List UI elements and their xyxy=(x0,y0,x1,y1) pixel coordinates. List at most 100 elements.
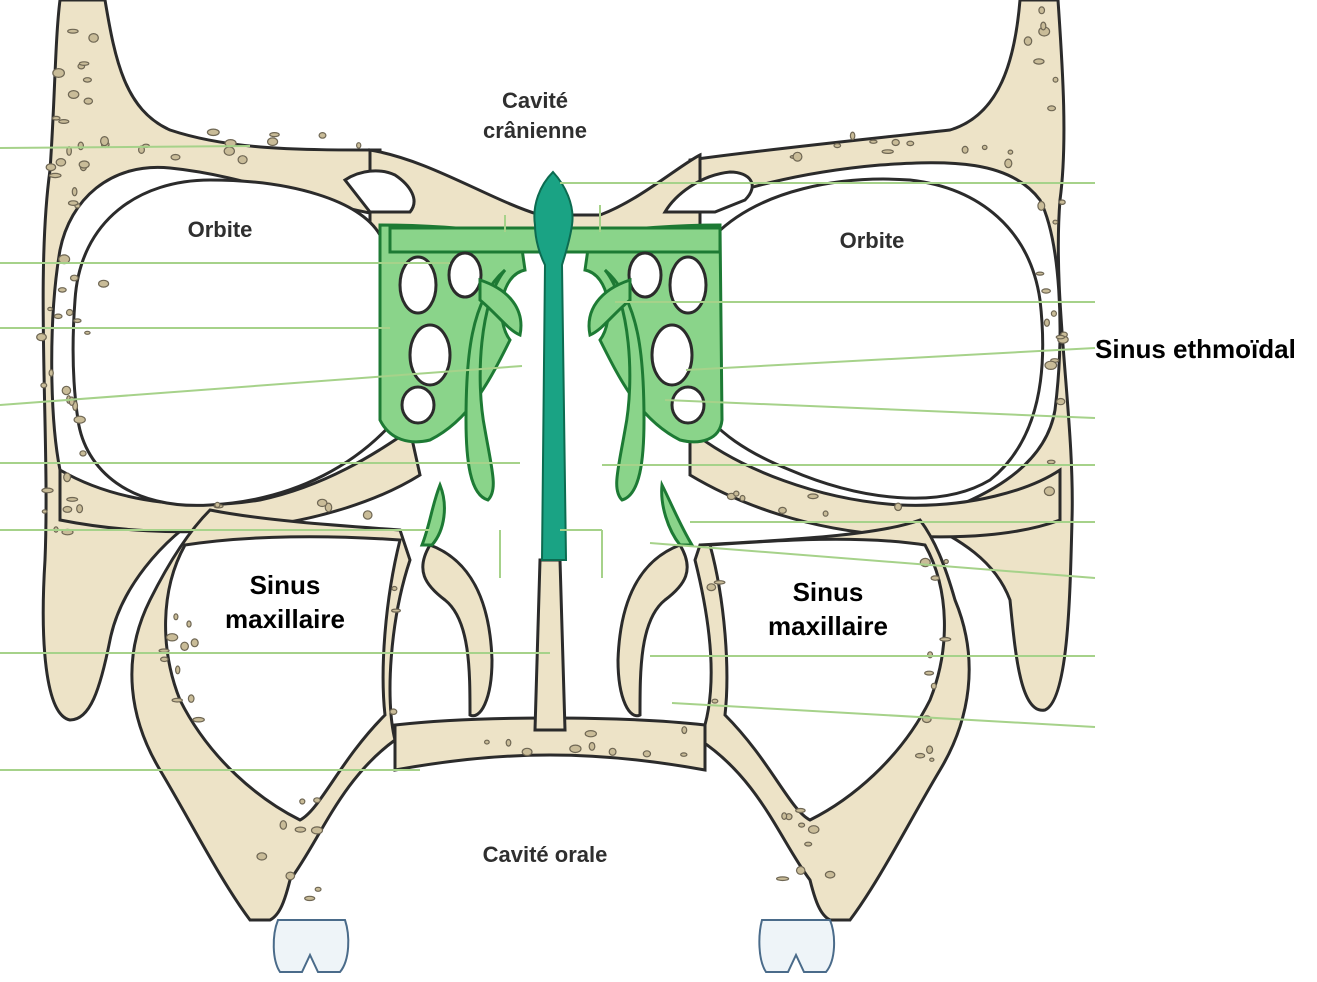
bone-pore xyxy=(982,145,987,149)
bone-pore xyxy=(882,150,893,154)
bone-pore xyxy=(176,666,180,674)
ethmoid-cell xyxy=(670,257,706,313)
bone-pore xyxy=(79,62,88,66)
bone-pore xyxy=(74,416,85,423)
bone-pore xyxy=(779,507,787,513)
right-maxillary-sinus-line2: maxillaire xyxy=(738,609,918,643)
ethmoid-cell xyxy=(400,257,436,313)
bone-pore xyxy=(570,745,581,752)
right-maxillary-sinus-line1: Sinus xyxy=(738,575,918,609)
ethmoid-cell xyxy=(449,253,481,297)
bone-pore xyxy=(53,69,65,78)
bone-pore xyxy=(485,740,490,744)
bone-pore xyxy=(907,141,914,145)
bone-pore xyxy=(808,494,818,499)
right-molar-tooth xyxy=(759,920,834,972)
bone-pore xyxy=(42,510,47,513)
right-inferior-concha xyxy=(618,545,687,716)
bone-pore xyxy=(870,140,877,143)
cranial-cavity-label: Cavité crânienne xyxy=(455,86,615,146)
teeth xyxy=(274,920,834,972)
bone-pore xyxy=(300,799,305,804)
bone-pore xyxy=(805,842,812,846)
bone-pore xyxy=(1051,311,1056,316)
bone-pore xyxy=(589,743,595,751)
bone-pore xyxy=(52,116,60,120)
crista-galli-and-septum xyxy=(534,172,572,560)
bone-pore xyxy=(295,827,305,832)
bone-pore xyxy=(286,872,295,880)
bone-pore xyxy=(49,173,61,177)
ethmoid-cell xyxy=(402,387,434,423)
bone-pore xyxy=(809,826,819,834)
bone-pore xyxy=(892,140,899,146)
ethmoid-cell xyxy=(672,387,704,423)
right-uncinate-tip xyxy=(662,485,692,545)
bone-pore xyxy=(193,718,204,722)
bone-pore xyxy=(159,649,169,652)
bone-pore xyxy=(825,871,834,878)
bone-pore xyxy=(1056,335,1064,338)
bone-pore xyxy=(1048,106,1056,111)
bone-pore xyxy=(56,159,65,166)
bone-pore xyxy=(1059,200,1065,204)
bone-pore xyxy=(1044,487,1054,496)
bone-pore xyxy=(931,576,939,580)
bone-pore xyxy=(796,809,805,813)
bone-pore xyxy=(314,798,321,803)
bone-pore xyxy=(734,491,739,496)
oral-cavity-label: Cavité orale xyxy=(440,840,650,870)
bone-pore xyxy=(930,758,934,761)
left-maxillary-sinus-label: Sinus maxillaire xyxy=(195,568,375,636)
bone-pore xyxy=(782,813,787,820)
bone-pore xyxy=(172,698,182,702)
bone-pore xyxy=(392,609,401,612)
bone-pore xyxy=(823,511,828,516)
bone-pore xyxy=(315,887,321,891)
bone-pore xyxy=(67,310,73,316)
bone-pore xyxy=(895,503,902,510)
bone-pore xyxy=(1045,361,1057,369)
bone-pore xyxy=(161,657,168,661)
bone-pore xyxy=(48,307,53,310)
bone-pore xyxy=(174,614,178,620)
bone-pore xyxy=(58,288,66,292)
bone-pore xyxy=(280,821,286,830)
bone-pore xyxy=(270,133,279,137)
bone-pore xyxy=(224,147,234,155)
bone-pore xyxy=(215,502,220,507)
bone-pore xyxy=(925,671,934,675)
bone-pore xyxy=(64,473,71,482)
bone-pore xyxy=(74,319,81,323)
bone-pore xyxy=(927,746,933,753)
bone-pore xyxy=(77,505,83,513)
bone-pore xyxy=(1053,77,1058,82)
bone-pore xyxy=(1057,399,1065,405)
bone-pore xyxy=(187,621,191,627)
bone-pore xyxy=(54,314,62,318)
bone-pore xyxy=(609,748,616,755)
bone-pore xyxy=(84,98,92,104)
bone-pore xyxy=(99,280,109,287)
bone-pore xyxy=(41,383,47,388)
bone-pore xyxy=(940,638,951,642)
bone-pore xyxy=(312,827,323,834)
bone-pore xyxy=(1053,220,1058,224)
bone-pore xyxy=(37,334,47,341)
bone-pore xyxy=(390,709,397,714)
bone-pore xyxy=(1039,7,1045,14)
bone-pore xyxy=(63,507,72,513)
bone-pore xyxy=(71,275,79,281)
bone-pore xyxy=(268,138,278,146)
bone-pore xyxy=(238,156,247,164)
cranial-cavity-label-line1: Cavité xyxy=(455,86,615,116)
bone-pore xyxy=(167,634,178,641)
left-maxillary-sinus-line1: Sinus xyxy=(195,568,375,602)
bone-pore xyxy=(506,740,511,747)
bone-pore xyxy=(78,142,83,150)
bone-pore xyxy=(850,132,854,139)
bone-pore xyxy=(1008,150,1013,154)
bone-pore xyxy=(1034,59,1044,64)
left-inferior-concha xyxy=(423,545,492,716)
